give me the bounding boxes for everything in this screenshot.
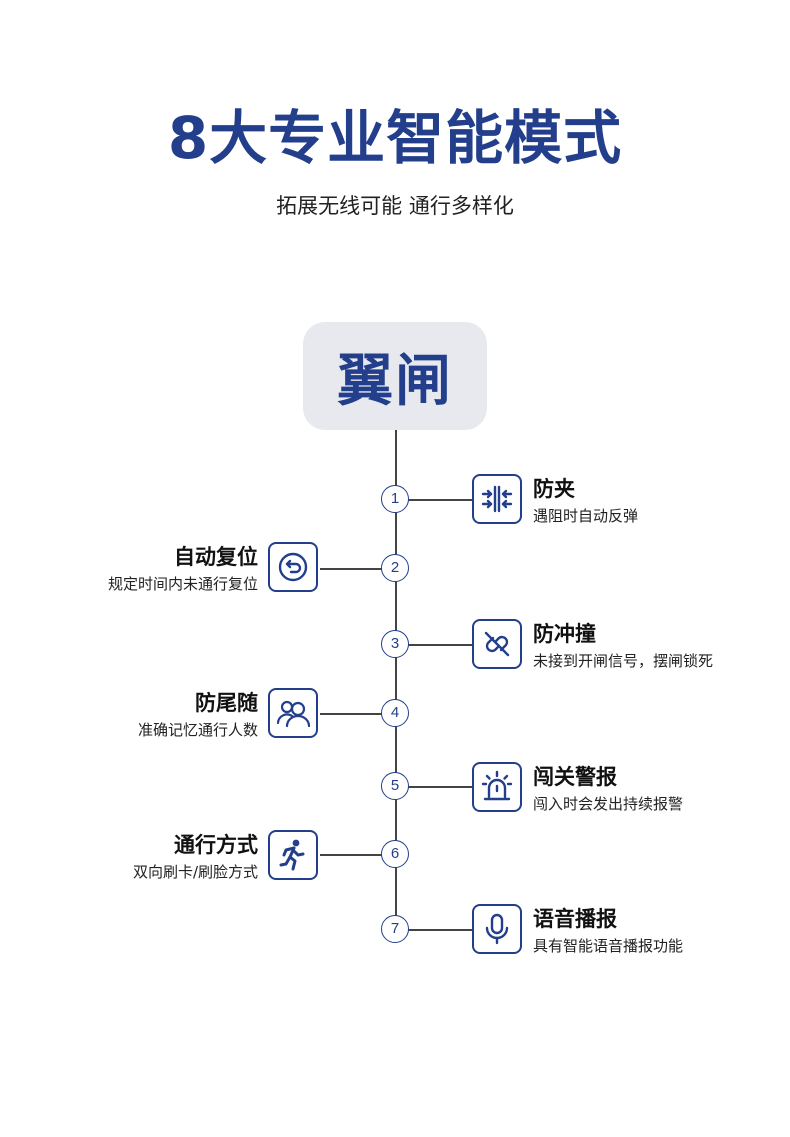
connector-6 <box>320 854 396 856</box>
step-number-4: 4 <box>381 699 409 727</box>
running-person-icon <box>268 830 318 880</box>
mode-name: 闯关警报 <box>533 765 617 789</box>
mode-access-method: 通行方式 双向刷卡/刷脸方式 <box>133 832 258 882</box>
connector-5 <box>396 786 472 788</box>
root-label: 翼闸 <box>337 348 453 414</box>
mode-anti-tailgating: 防尾随 准确记忆通行人数 <box>138 690 258 740</box>
mode-desc: 闯入时会发出持续报警 <box>533 795 684 813</box>
mode-desc: 遇阻时自动反弹 <box>533 507 639 525</box>
mode-anti-pinch: 防夹 遇阻时自动反弹 <box>533 476 638 526</box>
mode-intrusion-alarm: 闯关警报 闯入时会发出持续报警 <box>533 764 683 814</box>
mode-desc: 双向刷卡/刷脸方式 <box>132 863 258 881</box>
mode-name: 防冲撞 <box>533 622 596 646</box>
mode-desc: 规定时间内未通行复位 <box>107 575 258 593</box>
mode-name: 防夹 <box>533 477 575 501</box>
root-node: 翼闸 <box>303 322 487 430</box>
page-subtitle: 拓展无线可能 通行多样化 <box>276 194 514 218</box>
timeline-line <box>395 430 397 930</box>
mode-anti-collision: 防冲撞 未接到开闸信号，摆闸锁死 <box>533 621 713 671</box>
mode-name: 防尾随 <box>195 691 258 715</box>
mode-auto-reset: 自动复位 规定时间内未通行复位 <box>108 544 258 594</box>
people-icon <box>268 688 318 738</box>
alarm-icon <box>472 762 522 812</box>
page-title: 8大专业智能模式 <box>167 104 623 172</box>
connector-1 <box>396 499 472 501</box>
mode-voice-broadcast: 语音播报 具有智能语音播报功能 <box>533 906 683 956</box>
connector-3 <box>396 644 472 646</box>
connector-2 <box>320 568 396 570</box>
step-number-1: 1 <box>381 485 409 513</box>
mode-desc: 准确记忆通行人数 <box>137 721 258 739</box>
anti-pinch-icon <box>472 474 522 524</box>
step-number-6: 6 <box>381 840 409 868</box>
mode-desc: 具有智能语音播报功能 <box>533 937 684 955</box>
connector-7 <box>396 929 472 931</box>
microphone-icon <box>472 904 522 954</box>
reset-icon <box>268 542 318 592</box>
mode-desc: 未接到开闸信号，摆闸锁死 <box>533 652 714 670</box>
mode-name: 语音播报 <box>533 907 617 931</box>
mode-name: 通行方式 <box>174 833 258 857</box>
step-number-5: 5 <box>381 772 409 800</box>
mode-name: 自动复位 <box>174 545 258 569</box>
step-number-2: 2 <box>381 554 409 582</box>
step-number-3: 3 <box>381 630 409 658</box>
step-number-7: 7 <box>381 915 409 943</box>
connector-4 <box>320 713 396 715</box>
anti-collision-icon <box>472 619 522 669</box>
